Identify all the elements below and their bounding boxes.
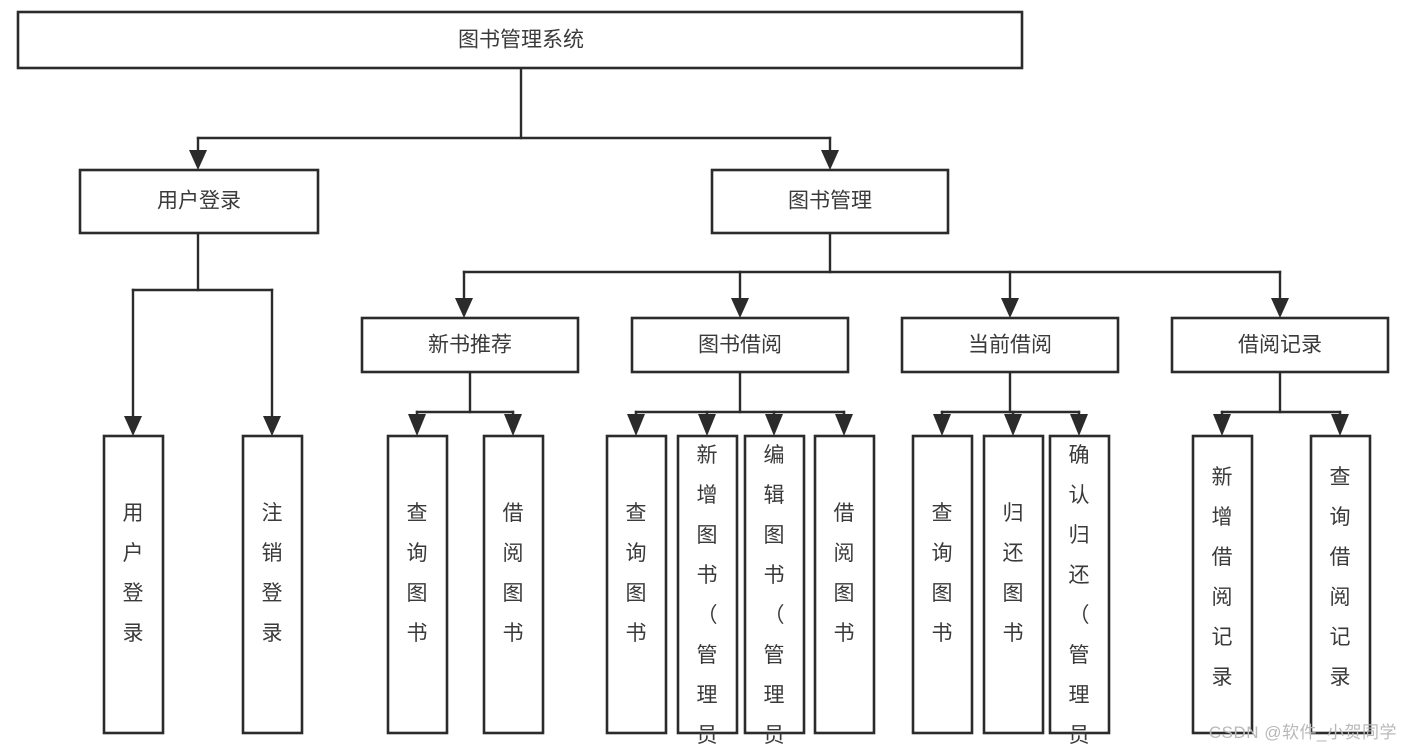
leaf-borrow-record-2-label: 查询借阅记录 (1330, 466, 1351, 689)
arrow-bookmgmt-child-4 (1271, 298, 1289, 318)
arrow-bookmgmt-child-3 (1001, 298, 1019, 318)
node-borrow-record[interactable]: 借阅记录 (1170, 316, 1390, 374)
leaf-user-login-2-label: 注销登录 (262, 502, 283, 645)
leaf-user-login-2[interactable]: 注销登录 (241, 434, 304, 735)
node-new-book-recommend[interactable]: 新书推荐 (360, 316, 580, 374)
leaf-current-borrow-3-label: 确认归还（管理员） (1069, 444, 1090, 747)
leaf-book-borrow-2-label: 新增图书（管理员） (697, 444, 718, 747)
arrow-borrow-leaf-3 (765, 414, 783, 436)
node-user-login-box[interactable] (78, 168, 320, 235)
leaf-borrow-record-2[interactable]: 查询借阅记录 (1309, 434, 1372, 735)
arrow-bookmgmt-child-2 (731, 298, 749, 318)
node-current-borrow[interactable]: 当前借阅 (900, 316, 1120, 374)
arrow-current-leaf-2 (1004, 414, 1022, 436)
leaf-current-borrow-1-label: 查询图书 (932, 502, 953, 645)
leaf-user-login-2-box[interactable] (241, 434, 304, 735)
leaf-current-borrow-2-label: 归还图书 (1003, 502, 1024, 645)
leaf-book-borrow-4[interactable]: 借阅图书 (813, 434, 876, 735)
leaf-borrow-record-1-box[interactable] (1191, 434, 1254, 735)
leaf-user-login-1-label: 用户登录 (123, 502, 144, 645)
node-current-borrow-label: 当前借阅 (968, 334, 1052, 357)
leaf-book-borrow-3-label: 编辑图书（管理员） (764, 444, 785, 747)
arrow-borrow-leaf-4 (835, 414, 853, 436)
node-new-book-recommend-box[interactable] (360, 316, 580, 374)
leaf-recommend-1-label: 查询图书 (407, 502, 428, 645)
leaf-borrow-record-1-label: 新增借阅记录 (1212, 466, 1233, 689)
leaf-book-borrow-1-box[interactable] (605, 434, 668, 735)
leaf-current-borrow-3[interactable]: 确认归还（管理员） (1048, 434, 1111, 747)
node-root-box[interactable] (16, 10, 1024, 70)
leaf-book-borrow-4-box[interactable] (813, 434, 876, 735)
leaf-current-borrow-2-box[interactable] (982, 434, 1045, 735)
arrow-login-leaf-1 (124, 416, 142, 436)
arrow-current-leaf-3 (1070, 414, 1088, 436)
leaf-book-borrow-4-label: 借阅图书 (834, 502, 855, 645)
node-root[interactable]: 图书管理系统 (16, 10, 1024, 70)
node-book-management-label: 图书管理 (788, 190, 872, 213)
leaf-book-borrow-3-box[interactable] (743, 434, 806, 735)
node-book-borrow-label: 图书借阅 (698, 334, 782, 357)
leaf-current-borrow-3-box[interactable] (1048, 434, 1111, 735)
leaf-book-borrow-3[interactable]: 编辑图书（管理员） (743, 434, 806, 747)
node-book-management-box[interactable] (710, 168, 950, 235)
leaf-recommend-2[interactable]: 借阅图书 (482, 434, 545, 735)
arrow-recommend-leaf-1 (408, 414, 426, 436)
arrow-current-leaf-1 (933, 414, 951, 436)
node-book-borrow[interactable]: 图书借阅 (630, 316, 850, 374)
node-root-label: 图书管理系统 (458, 29, 584, 52)
node-book-management[interactable]: 图书管理 (710, 168, 950, 235)
node-user-login[interactable]: 用户登录 (78, 168, 320, 235)
leaf-book-borrow-2[interactable]: 新增图书（管理员） (676, 434, 739, 747)
arrow-root-to-login (189, 150, 207, 170)
arrow-login-leaf-2 (263, 416, 281, 436)
node-book-borrow-box[interactable] (630, 316, 850, 374)
arrow-borrow-leaf-1 (627, 414, 645, 436)
arrow-bookmgmt-child-1 (455, 298, 473, 318)
leaf-borrow-record-2-box[interactable] (1309, 434, 1372, 735)
node-borrow-record-box[interactable] (1170, 316, 1390, 374)
leaf-book-borrow-2-box[interactable] (676, 434, 739, 735)
arrow-record-leaf-2 (1331, 414, 1349, 436)
leaf-recommend-1-box[interactable] (386, 434, 449, 735)
arrow-record-leaf-1 (1213, 414, 1231, 436)
leaf-recommend-2-label: 借阅图书 (503, 502, 524, 645)
node-current-borrow-box[interactable] (900, 316, 1120, 374)
node-user-login-label: 用户登录 (157, 190, 241, 213)
leaf-borrow-record-1[interactable]: 新增借阅记录 (1191, 434, 1254, 735)
arrow-root-to-bookmgmt (821, 150, 839, 170)
edge-group (124, 66, 1349, 436)
leaf-user-login-1-box[interactable] (102, 434, 165, 735)
leaf-current-borrow-2[interactable]: 归还图书 (982, 434, 1045, 735)
leaf-book-borrow-1[interactable]: 查询图书 (605, 434, 668, 735)
arrow-borrow-leaf-2 (698, 414, 716, 436)
node-new-book-recommend-label: 新书推荐 (428, 334, 512, 357)
node-borrow-record-label: 借阅记录 (1238, 334, 1322, 357)
leaf-current-borrow-1-box[interactable] (911, 434, 974, 735)
leaf-recommend-2-box[interactable] (482, 434, 545, 735)
leaf-current-borrow-1[interactable]: 查询图书 (911, 434, 974, 735)
leaf-recommend-1[interactable]: 查询图书 (386, 434, 449, 735)
leaf-user-login-1[interactable]: 用户登录 (102, 434, 165, 735)
arrow-recommend-leaf-2 (504, 414, 522, 436)
csdn-watermark: CSDN @软件_小贺同学 (1208, 723, 1397, 742)
leaf-book-borrow-1-label: 查询图书 (626, 502, 647, 645)
